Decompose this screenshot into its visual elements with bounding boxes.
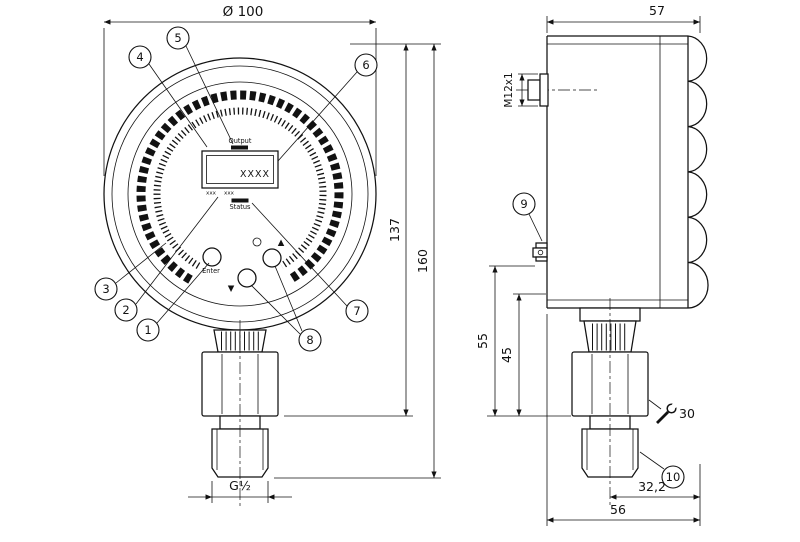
callout-8: 8 <box>250 265 322 352</box>
up-button <box>262 248 282 268</box>
display-value: XXXX <box>240 169 270 180</box>
wrench-size-label: 30 <box>679 406 695 421</box>
bargraph-segments <box>136 90 344 284</box>
wrench-icon <box>656 411 669 424</box>
callout-3: 3 <box>94 242 167 301</box>
bargraph-scale <box>136 90 344 284</box>
callouts-front: 1 2 3 4 5 <box>94 26 378 352</box>
side-view: M12x1 55 45 <box>475 3 709 526</box>
callout-9: 9 <box>512 192 543 242</box>
dim-diameter: Ø 100 <box>103 4 377 176</box>
dim-160-label: 160 <box>415 249 430 273</box>
dim-offset: 32,2 <box>610 464 701 526</box>
connector-tip <box>527 79 541 101</box>
callout-6: 6 <box>277 53 378 162</box>
vent-detail <box>537 249 544 256</box>
dim-depth-bottom: 56 <box>546 314 700 526</box>
dim-56-label: 56 <box>610 502 626 517</box>
callout-1: 1 <box>136 262 210 342</box>
pressure-connection-front <box>201 320 279 506</box>
dim-thread: G½ <box>188 478 292 503</box>
dim-height-mid: 137 <box>284 43 441 417</box>
status-indicator-bar <box>231 198 249 203</box>
callout-number: 3 <box>102 282 109 296</box>
dim-case-height: 45 <box>499 293 546 416</box>
callout-number: 9 <box>520 197 527 211</box>
down-arrow-icon: ▼ <box>228 284 235 294</box>
rotation-symbol-icon <box>252 237 262 247</box>
dim-vent-height: 55 <box>475 265 571 417</box>
dim-45-label: 45 <box>499 347 514 363</box>
enter-button-label: Enter <box>202 267 220 275</box>
control-buttons: Enter ▼ ▲ <box>202 237 285 294</box>
callout-number: 10 <box>666 470 681 484</box>
wrench-icon-jaw <box>666 403 677 414</box>
dim-height-total: 160 <box>274 44 441 479</box>
down-button <box>237 268 257 288</box>
callout-number: 2 <box>122 303 129 317</box>
callout-7: 7 <box>251 202 369 323</box>
callout-10: 10 <box>639 451 685 489</box>
callout-number: 1 <box>144 323 151 337</box>
dim-diameter-label: Ø 100 <box>223 4 264 20</box>
dim-137-label: 137 <box>387 218 402 242</box>
front-view: Output XXXX xxx xxx Status Enter ▼ ▲ <box>94 4 441 506</box>
callout-number: 7 <box>353 304 360 318</box>
up-arrow-icon: ▲ <box>278 238 285 248</box>
fine-scale-ticks <box>153 107 327 269</box>
pressure-connection-side <box>571 298 649 508</box>
annunciator-left: xxx <box>206 191 217 197</box>
leader-line <box>648 399 662 410</box>
dim-connector-label: M12x1 <box>503 72 515 107</box>
callout-4: 4 <box>128 45 208 148</box>
callout-5: 5 <box>166 26 234 145</box>
output-label: Output <box>229 137 252 145</box>
vent-valve <box>532 242 548 262</box>
rubber-cover-scallops <box>687 35 709 309</box>
electrical-connector: M12x1 <box>503 72 600 108</box>
window-ring <box>127 81 353 307</box>
callout-number: 4 <box>136 50 143 64</box>
wrench-size-note: 30 <box>648 399 695 424</box>
display-window <box>206 155 274 184</box>
lcd-display: Output XXXX xxx xxx Status <box>201 137 279 211</box>
dim-57-label: 57 <box>649 3 665 18</box>
callout-number: 6 <box>362 58 369 72</box>
case-body <box>546 35 709 309</box>
callout-number: 8 <box>306 333 313 347</box>
dim-322-label: 32,2 <box>638 479 666 494</box>
connector-nut <box>539 73 549 107</box>
output-indicator-bar <box>231 145 248 150</box>
annunciator-right: xxx <box>224 191 235 197</box>
dim-depth-top: 57 <box>546 3 701 33</box>
status-label: Status <box>229 203 251 211</box>
callouts-side: 9 10 <box>512 192 685 489</box>
display-frame <box>201 150 279 189</box>
callout-number: 5 <box>174 31 181 45</box>
dim-thread-label: G½ <box>229 478 251 493</box>
dim-55-label: 55 <box>475 333 490 349</box>
wrench-icon-notch <box>671 401 679 409</box>
callout-2: 2 <box>114 196 219 322</box>
enter-button <box>202 247 222 267</box>
